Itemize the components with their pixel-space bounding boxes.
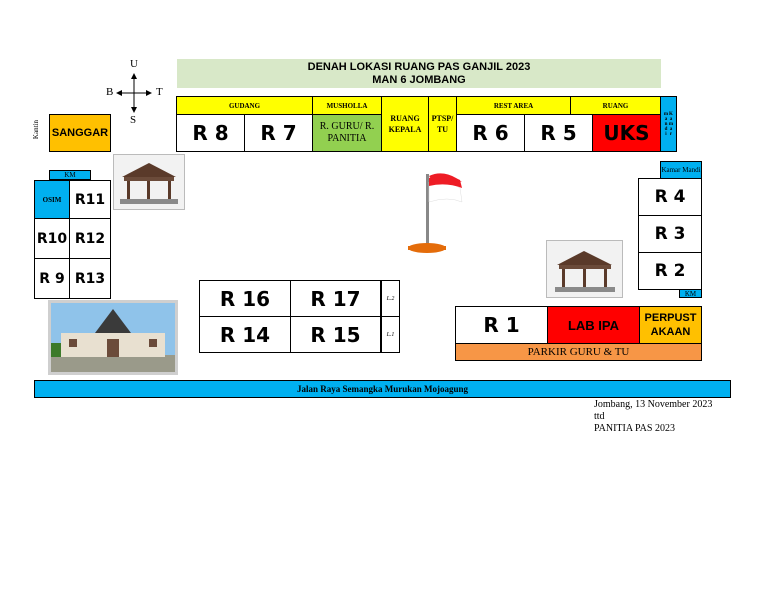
road: Jalan Raya Semangka Murukan Mojoagung <box>34 380 731 398</box>
km-right: KM <box>679 289 702 298</box>
room-r15: R 15 <box>290 316 381 353</box>
header-gudang: GUDANG <box>176 96 313 115</box>
room-r13: R13 <box>69 258 111 299</box>
gazebo-photo-right <box>546 240 623 298</box>
room-guru-panitia: R. GURU/ R. PANITIA <box>312 114 382 152</box>
parkir-guru-tu: PARKIR GURU & TU <box>455 343 702 361</box>
room-r2: R 2 <box>638 252 702 290</box>
label-l2: L.2 <box>381 280 400 317</box>
room-r10: R10 <box>34 218 70 259</box>
kamar-mandi-top-label: Kamar mandi <box>663 111 674 137</box>
compass-south: S <box>130 114 137 126</box>
room-r6: R 6 <box>456 114 525 152</box>
building-photo <box>48 300 178 375</box>
compass-west: B <box>106 86 114 98</box>
title-line-1: DENAH LOKASI RUANG PAS GANJIL 2023 <box>307 61 531 73</box>
room-r5: R 5 <box>524 114 593 152</box>
room-r8: R 8 <box>176 114 245 152</box>
header-musholla: MUSHOLLA <box>312 96 382 115</box>
flag-icon <box>408 173 463 253</box>
room-r17: R 17 <box>290 280 381 317</box>
room-sanggar: SANGGAR <box>49 114 111 152</box>
building-photo-image <box>51 303 175 372</box>
gazebo-icon <box>547 241 622 297</box>
compass-east: T <box>156 86 163 98</box>
signature-block: Jombang, 13 November 2023 ttd PANITIA PA… <box>594 399 764 435</box>
signature-panitia: PANITIA PAS 2023 <box>594 423 675 434</box>
label-l1: L.1 <box>381 316 400 353</box>
compass-icon <box>116 73 152 113</box>
kantin-label: Kantin <box>32 120 44 150</box>
kamar-mandi-top: Kamar mandi <box>660 96 677 152</box>
km-left: KM <box>49 170 91 180</box>
room-perpustakaan: PERPUST AKAAN <box>639 306 702 344</box>
signature-ttd: ttd <box>594 411 605 422</box>
kamar-mandi-right: Kamar Mandi <box>660 161 702 179</box>
room-r4: R 4 <box>638 178 702 216</box>
room-r16: R 16 <box>199 280 291 317</box>
room-r12: R12 <box>69 218 111 259</box>
room-ptsp-tu: PTSP/ TU <box>428 96 457 152</box>
header-rest-area: REST AREA <box>456 96 571 115</box>
compass-north: U <box>130 58 138 70</box>
room-r9: R 9 <box>34 258 70 299</box>
room-r14: R 14 <box>199 316 291 353</box>
room-r1: R 1 <box>455 306 548 344</box>
signature-date: Jombang, 13 November 2023 <box>594 399 713 410</box>
compass: U S B T <box>105 58 167 126</box>
room-osim: OSIM <box>34 180 70 219</box>
room-lab-ipa: LAB IPA <box>547 306 640 344</box>
map-title: DENAH LOKASI RUANG PAS GANJIL 2023 MAN 6… <box>177 59 661 88</box>
room-r3: R 3 <box>638 215 702 253</box>
title-line-2: MAN 6 JOMBANG <box>372 74 466 86</box>
room-kepala: RUANG KEPALA <box>381 96 429 152</box>
room-uks: UKS <box>592 114 661 152</box>
gazebo-icon <box>114 155 184 209</box>
kantin-text: Kantin <box>32 120 40 140</box>
header-ruang: RUANG <box>570 96 661 115</box>
room-r11: R11 <box>69 180 111 219</box>
room-r7: R 7 <box>244 114 313 152</box>
gazebo-photo-left <box>113 154 185 210</box>
